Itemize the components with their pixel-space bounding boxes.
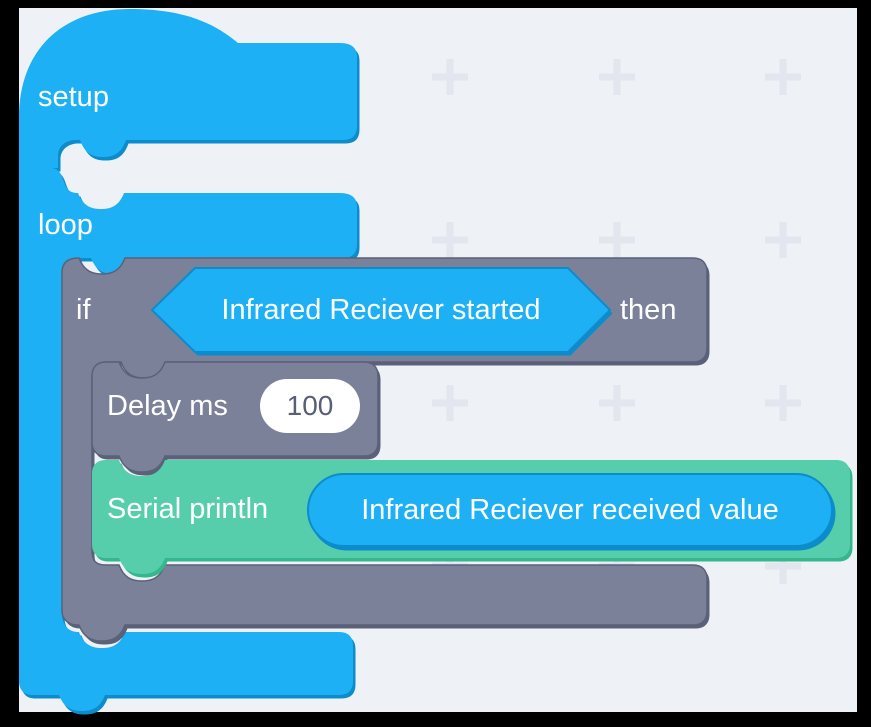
if-keyword-label: if (76, 294, 91, 326)
loop-block-label: loop (38, 209, 93, 241)
setup-block-label: setup (38, 81, 109, 113)
serial-argument-label: Infrared Reciever received value (361, 493, 779, 526)
delay-block-label: Delay ms (107, 390, 228, 422)
if-condition-label: Infrared Reciever started (221, 294, 541, 326)
delay-ms-input[interactable]: 100 (260, 379, 360, 433)
then-keyword-label: then (620, 294, 677, 326)
serial-println-label: Serial println (107, 493, 269, 525)
serial-argument-pill[interactable]: Infrared Reciever received value (307, 473, 833, 547)
